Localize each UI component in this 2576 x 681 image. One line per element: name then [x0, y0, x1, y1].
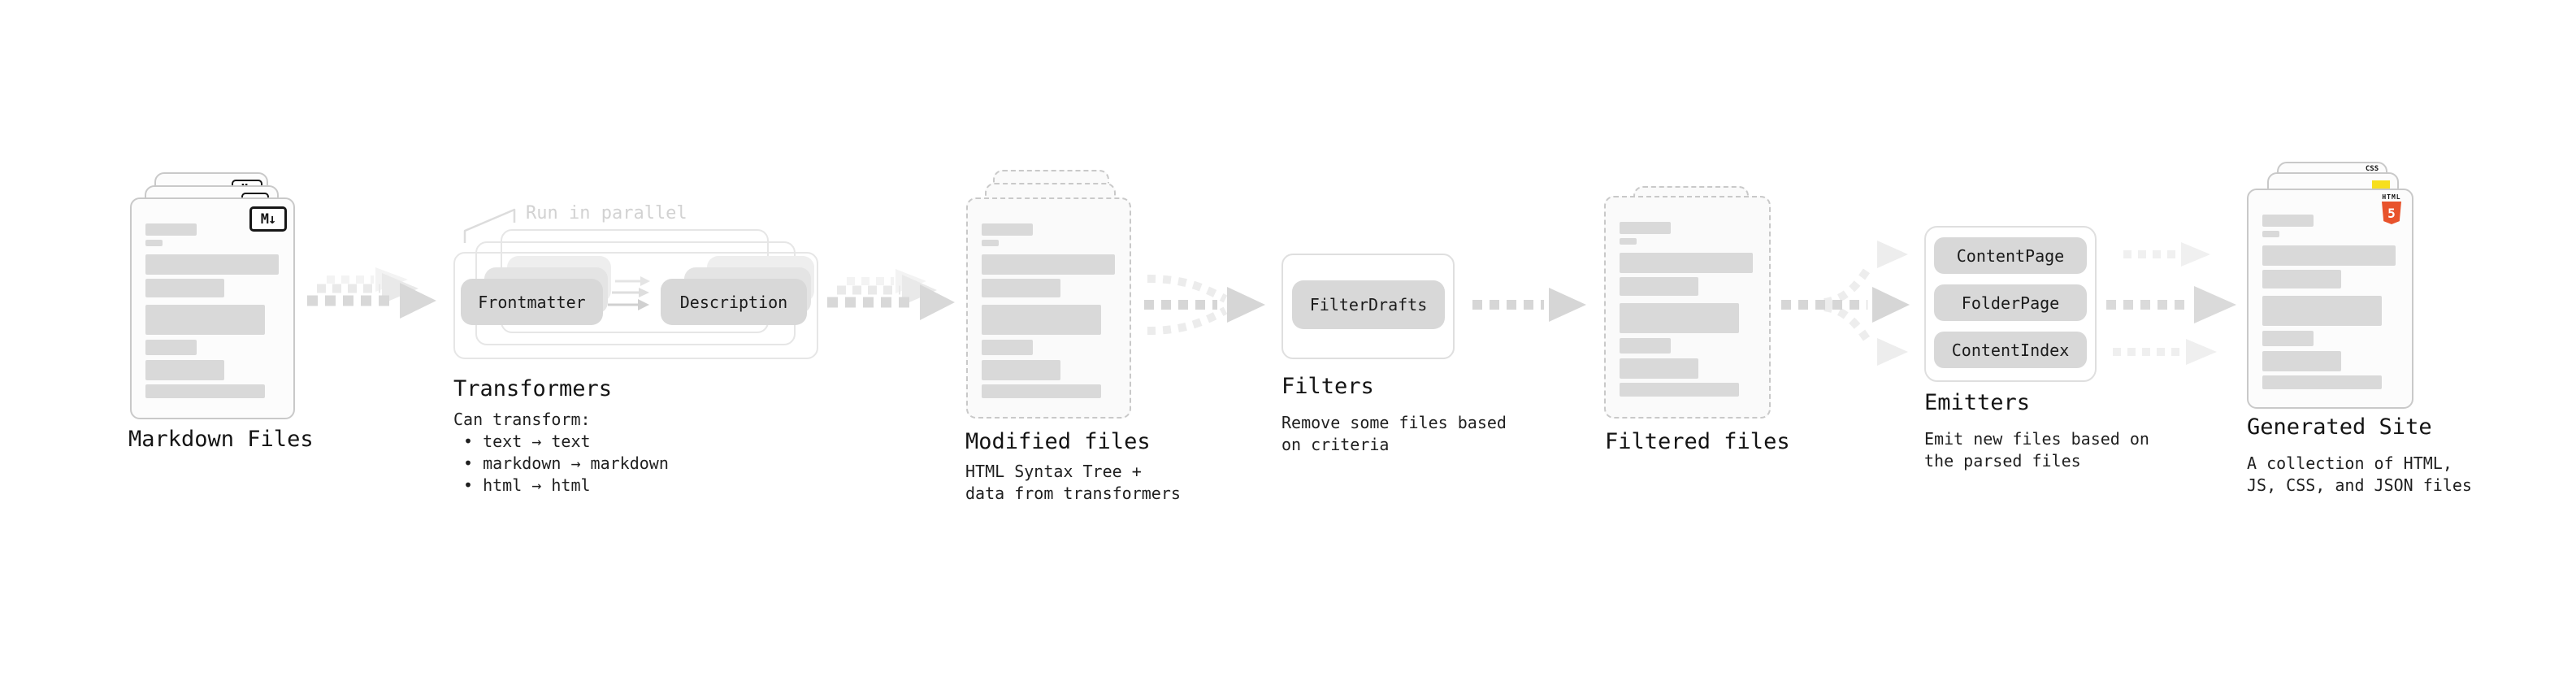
- text-line-bar: [1620, 238, 1637, 245]
- text-line-bar: [145, 240, 163, 246]
- text-line-bar: [145, 223, 197, 236]
- filtered-file-card-front: [1604, 196, 1771, 419]
- frontmatter-pill: Frontmatter: [461, 279, 603, 325]
- emitters-title: Emitters: [1924, 390, 2031, 415]
- generated-site-caption: A collection of HTML, JS, CSS, and JSON …: [2247, 453, 2472, 497]
- text-line-bar: [2262, 270, 2341, 288]
- text-line-bar: [982, 279, 1060, 297]
- html5-icon: HTML 5: [2381, 193, 2402, 224]
- text-line-bar: [2262, 245, 2396, 266]
- generated-site-title: Generated Site: [2247, 414, 2432, 440]
- text-line-bar: [1620, 222, 1671, 234]
- generated-file-card-front: HTML 5: [2247, 189, 2413, 409]
- description-pill: Description: [661, 279, 807, 325]
- text-line-bar: [145, 384, 265, 398]
- file-text-placeholder: [2262, 215, 2398, 389]
- caption-line: data from transformers: [965, 484, 1181, 503]
- text-line-bar: [982, 305, 1101, 335]
- text-line-bar: [2262, 231, 2279, 237]
- html5-icon-label: HTML: [2382, 193, 2401, 201]
- caption-line: on criteria: [1281, 435, 1390, 454]
- text-line-bar: [2262, 351, 2341, 371]
- filtered-files-title: Filtered files: [1605, 429, 1790, 454]
- bullet-line: • text → text: [463, 432, 591, 451]
- caption-line: HTML Syntax Tree +: [965, 462, 1142, 481]
- bullet-line: • html → html: [463, 475, 591, 495]
- file-text-placeholder: [145, 223, 280, 398]
- arrow-transformers-to-modified: [827, 269, 955, 320]
- transformers-caption: Can transform: • text → text • markdown …: [453, 409, 669, 497]
- text-line-bar: [2262, 296, 2382, 326]
- text-line-bar: [145, 279, 224, 297]
- text-line-bar: [982, 240, 999, 246]
- caption-line: A collection of HTML,: [2247, 453, 2452, 473]
- markdown-file-card-front: M↓: [130, 197, 295, 419]
- text-line-bar: [1620, 303, 1739, 333]
- text-line-bar: [2262, 331, 2314, 346]
- text-line-bar: [982, 254, 1115, 275]
- transformers-title: Transformers: [453, 376, 613, 401]
- filters-caption: Remove some files based on criteria: [1281, 412, 1507, 456]
- contentindex-pill: ContentIndex: [1934, 332, 2087, 368]
- caption-line: Can transform:: [453, 410, 591, 429]
- text-line-bar: [2262, 375, 2382, 389]
- transformer-holder-front: [453, 252, 818, 359]
- arrow-modified-to-filters: [1144, 275, 1265, 335]
- text-line-bar: [982, 340, 1033, 355]
- html5-icon-number: 5: [2387, 205, 2396, 221]
- caption-line: JS, CSS, and JSON files: [2247, 475, 2472, 495]
- emitters-caption: Emit new files based on the parsed files: [1924, 428, 2149, 472]
- caption-line: the parsed files: [1924, 451, 2081, 471]
- modified-files-title: Modified files: [965, 429, 1151, 454]
- contentpage-pill: ContentPage: [1934, 237, 2087, 274]
- modified-file-card-front: [966, 197, 1131, 419]
- file-text-placeholder: [982, 223, 1116, 398]
- filterdrafts-pill: FilterDrafts: [1292, 280, 1445, 329]
- html5-icon-shield: 5: [2382, 202, 2401, 224]
- text-line-bar: [982, 360, 1060, 380]
- text-line-bar: [1620, 358, 1698, 379]
- text-line-bar: [145, 254, 279, 275]
- filters-title: Filters: [1281, 374, 1374, 399]
- caption-line: Emit new files based on: [1924, 429, 2149, 449]
- text-line-bar: [145, 340, 197, 355]
- css-icon-label: CSS: [2365, 165, 2379, 173]
- text-line-bar: [145, 305, 265, 335]
- arrow-filtered-to-emitters: [1781, 241, 1910, 366]
- caption-line: Remove some files based: [1281, 413, 1507, 432]
- file-text-placeholder: [1620, 222, 1755, 397]
- modified-files-caption: HTML Syntax Tree + data from transformer…: [965, 461, 1181, 505]
- text-line-bar: [2262, 215, 2314, 227]
- arrow-filters-to-filtered: [1472, 288, 1586, 322]
- text-line-bar: [982, 384, 1101, 398]
- text-line-bar: [145, 360, 224, 380]
- javascript-icon: [2372, 180, 2390, 189]
- folderpage-pill: FolderPage: [1934, 284, 2087, 321]
- text-line-bar: [1620, 338, 1671, 354]
- text-line-bar: [982, 223, 1033, 236]
- bullet-line: • markdown → markdown: [463, 453, 669, 473]
- run-in-parallel-label: Run in parallel: [526, 203, 687, 223]
- text-line-bar: [1620, 277, 1698, 296]
- arrow-markdown-to-transformers: [307, 267, 436, 319]
- markdown-icon: M↓: [249, 206, 287, 232]
- arrow-emitters-to-generated: [2106, 242, 2236, 365]
- markdown-files-title: Markdown Files: [128, 427, 314, 452]
- text-line-bar: [1620, 383, 1739, 397]
- text-line-bar: [1620, 253, 1753, 273]
